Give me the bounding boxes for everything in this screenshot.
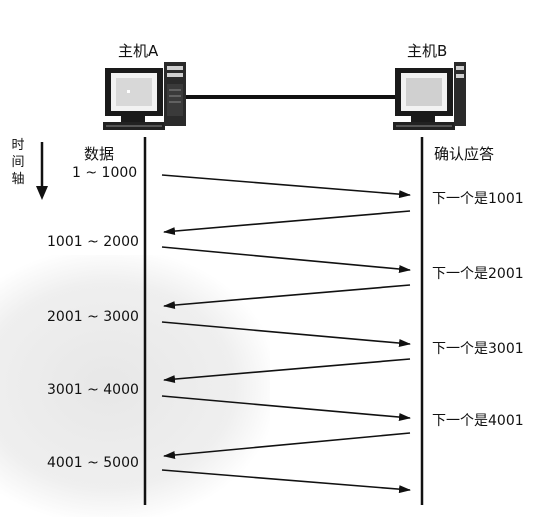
ack-label: 下一个是3001 [432,341,524,357]
host-a-computer-icon [103,62,186,130]
data-arrow [161,246,411,273]
segment-label: 2001 ~ 3000 [47,309,139,325]
ack-label: 下一个是1001 [432,191,524,207]
ack-arrow [163,358,411,384]
ack-column-label: 确认应答 [434,145,495,163]
ack-arrow [163,432,411,459]
time-axis-char: 轴 [11,172,25,187]
time-arrow-icon [36,142,48,200]
segment-label: 1 ~ 1000 [72,165,138,181]
ack-arrow [163,210,411,236]
data-column-label: 数据 [84,145,115,163]
host-b-computer-icon [393,62,466,130]
host-b-label: 主机B [407,42,448,60]
ack-label: 下一个是4001 [432,413,524,429]
ack-arrow [163,284,411,310]
time-axis-char: 间 [11,155,25,170]
data-arrow [161,321,411,348]
background-stamp [0,255,270,517]
host-a-label: 主机A [118,42,159,60]
segment-label: 4001 ~ 5000 [47,455,139,471]
segment-label: 3001 ~ 4000 [47,382,139,398]
ack-label: 下一个是2001 [432,266,524,282]
time-axis-char: 时 [11,138,25,153]
segment-label: 1001 ~ 2000 [47,234,139,250]
data-arrow [161,469,411,494]
data-arrow [161,174,411,199]
data-arrow [161,395,411,422]
